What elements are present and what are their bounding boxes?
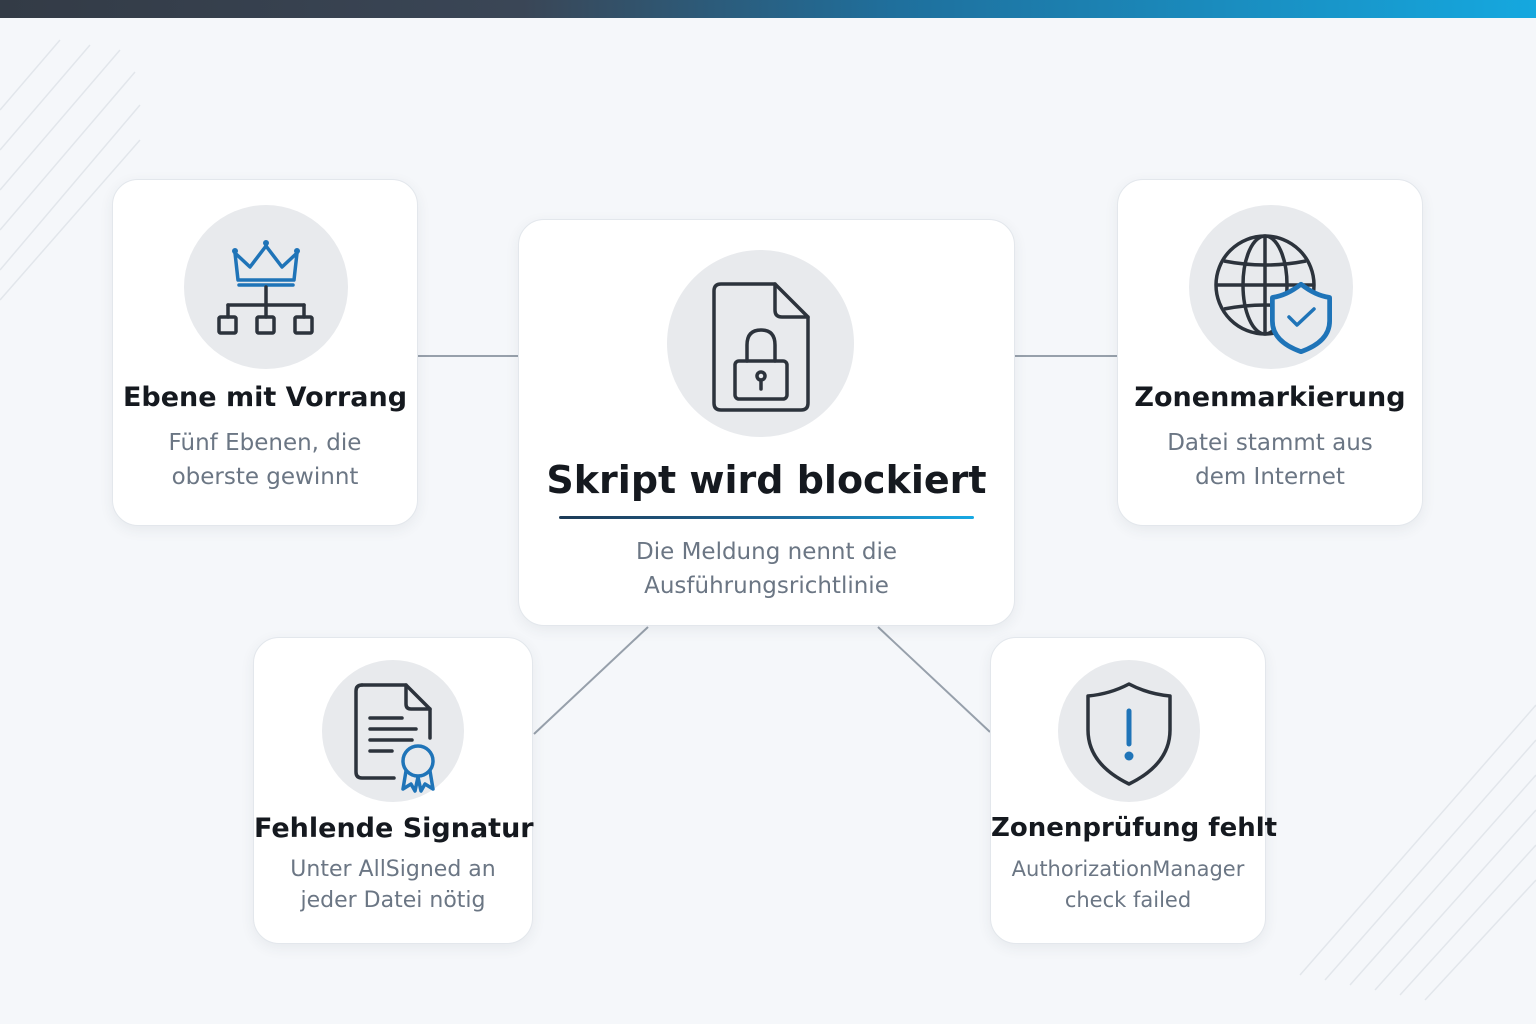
connector-zone-check <box>877 626 991 733</box>
node-description-line1: Fünf Ebenen, die <box>168 430 362 456</box>
center-card[interactable]: Skript wird blockiert Die Meldung nennt … <box>518 219 1015 626</box>
crown-hierarchy-icon <box>217 240 314 335</box>
node-description-line2: oberste gewinnt <box>171 464 359 490</box>
node-title: Ebene mit Vorrang <box>122 382 408 413</box>
title-underline <box>559 516 974 519</box>
node-title: Zonenmarkierung <box>1134 382 1406 413</box>
icon-circle <box>667 250 854 437</box>
center-description-line2: Ausführungsrichtlinie <box>644 573 889 599</box>
certificate-document-icon <box>354 683 435 793</box>
node-description-line1: Datei stammt aus <box>1167 430 1373 456</box>
icon-circle <box>1189 205 1353 369</box>
node-title: Fehlende Signatur <box>254 813 534 844</box>
node-card-zone-mark[interactable]: Zonenmarkierung Datei stammt aus dem Int… <box>1117 179 1423 526</box>
node-description-line1: Unter AllSigned an <box>290 857 496 882</box>
node-title: Zonenprüfung fehlt <box>991 813 1278 843</box>
center-title: Skript wird blockiert <box>546 458 987 502</box>
locked-document-icon <box>712 282 810 412</box>
node-description-line2: dem Internet <box>1195 464 1345 490</box>
icon-circle <box>184 205 348 369</box>
center-description-line1: Die Meldung nennt die <box>636 539 897 565</box>
node-description-line2: check failed <box>1064 888 1192 912</box>
node-card-signature[interactable]: Fehlende Signatur Unter AllSigned an jed… <box>253 637 534 944</box>
shield-alert-icon <box>1086 682 1172 786</box>
node-description-line1: AuthorizationManager <box>1011 857 1245 881</box>
node-card-precedence[interactable]: Ebene mit Vorrang Fünf Ebenen, die obers… <box>112 179 418 526</box>
icon-circle <box>1058 660 1200 802</box>
top-accent-bar <box>0 0 1536 18</box>
node-card-zone-check[interactable]: Zonenprüfung fehlt AuthorizationManager … <box>990 637 1278 944</box>
node-description-line2: jeder Datei nötig <box>300 888 486 913</box>
connector-signature <box>533 626 649 735</box>
icon-circle <box>322 660 464 802</box>
globe-shield-icon <box>1214 234 1332 354</box>
